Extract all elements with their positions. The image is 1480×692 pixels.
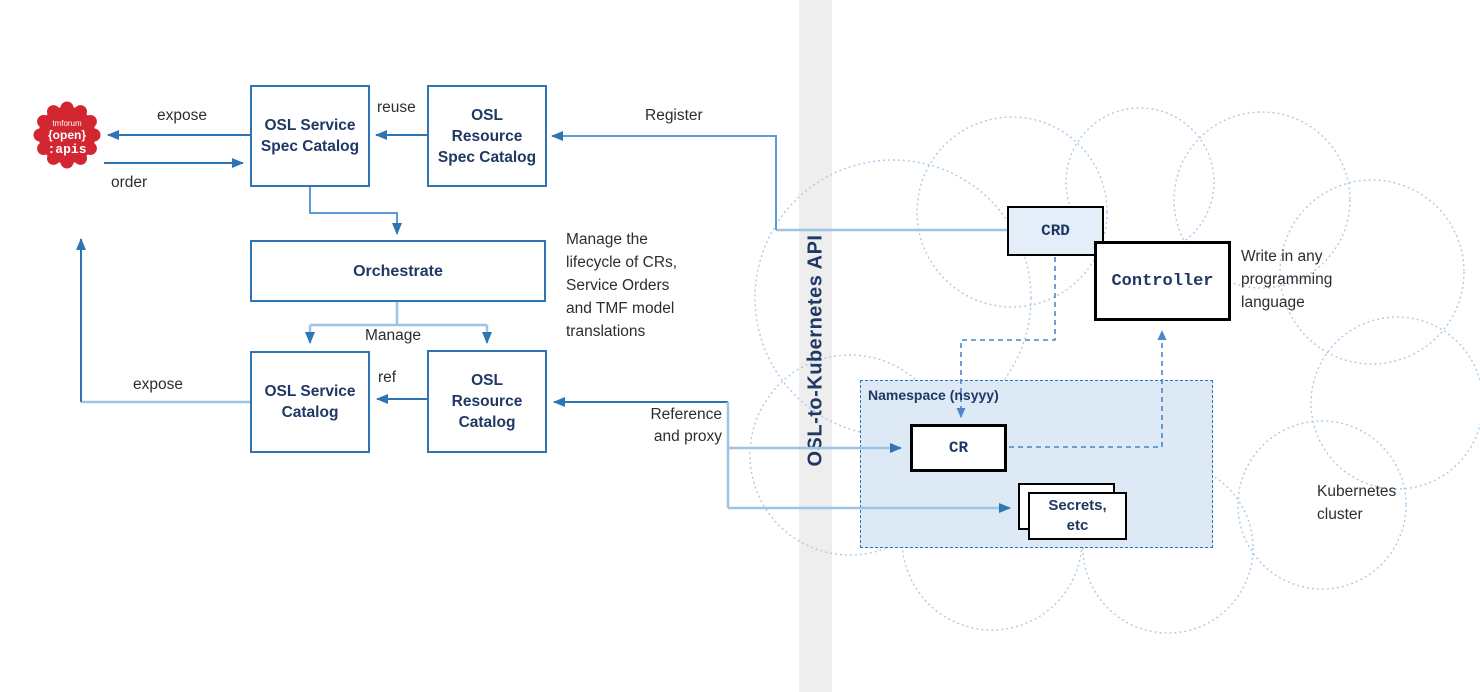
cr-box: CR [910,424,1007,472]
tmforum-openapis-logo: tmforum {open} :apis [33,101,101,169]
cluster-note-line2: cluster [1317,506,1363,523]
manage-note-line1: Manage the [566,231,648,248]
manage-label: Manage [365,327,422,344]
controller-box: Controller [1094,241,1231,321]
cluster-note-line1: Kubernetes [1317,483,1397,500]
service-spec-catalog-line1: OSL Service [264,117,356,134]
orchestrate-label: Orchestrate [353,262,443,280]
register-arrow [551,131,777,230]
reference-proxy-line2: and proxy [653,428,722,445]
write-language-note: Write in any programming language [1241,245,1371,314]
resource-catalog-line1: OSL [471,372,503,389]
write-note-line1: Write in any [1241,248,1323,265]
manage-lifecycle-note: Manage the lifecycle of CRs, Service Ord… [566,228,731,343]
crd-to-cr-dashed-arrow [956,257,1056,418]
expose-bottom-label: expose [133,376,183,393]
crd-label: CRD [1041,222,1070,240]
resource-spec-catalog-line2: Resource [451,127,523,145]
resource-catalog-box: OSL Resource Catalog [427,350,547,453]
reuse-label: reuse [377,99,416,116]
secrets-line2: etc [1066,517,1089,534]
controller-label: Controller [1111,271,1214,291]
manage-note-line4: and TMF model [566,300,675,317]
cr-label: CR [948,439,969,457]
crd-box: CRD [1007,206,1104,256]
service-catalog-box: OSL Service Catalog [250,351,370,453]
logo-badge [33,101,101,169]
resource-catalog-line3: Catalog [458,414,516,431]
logo-text-apis: :apis [47,142,86,157]
order-label: order [111,174,148,191]
write-note-line3: language [1241,294,1305,311]
manage-split-line [310,302,487,327]
spec-to-orchestrate-arrow [309,187,402,235]
write-note-line2: programming [1241,271,1333,288]
orchestrate-box: Orchestrate [250,240,546,302]
kubernetes-cluster-note: Kubernetes cluster [1317,480,1427,526]
manage-note-line5: translations [566,323,646,340]
expose-top-label: expose [157,107,207,124]
api-bar-background [799,0,832,692]
manage-note-line3: Service Orders [566,277,670,294]
register-label: Register [645,107,703,124]
service-catalog-line1: OSL Service [264,383,356,400]
reference-proxy-line1: Reference [650,406,722,423]
logo-text-open: {open} [48,128,86,142]
ref-label: ref [378,369,397,386]
manage-note-line2: lifecycle of CRs, [566,254,678,271]
resource-spec-catalog-line3: Spec Catalog [437,148,537,166]
service-catalog-line2: Catalog [281,404,339,421]
resource-spec-catalog-line1: OSL [471,106,503,124]
service-spec-catalog-line2: Spec Catalog [260,138,360,155]
secrets-box: Secrets, etc [1028,492,1127,540]
resource-spec-catalog-box: OSL Resource Spec Catalog [427,85,547,187]
cr-to-controller-dashed-arrow [1009,330,1167,448]
logo-text-tmforum: tmforum [52,119,82,128]
namespace-label: Namespace (nsyyy) [868,387,999,403]
secrets-line1: Secrets, [1048,497,1107,514]
reference-proxy-label: Reference and proxy [600,404,722,448]
service-spec-catalog-box: OSL Service Spec Catalog [250,85,370,187]
resource-catalog-line2: Resource [451,393,523,410]
